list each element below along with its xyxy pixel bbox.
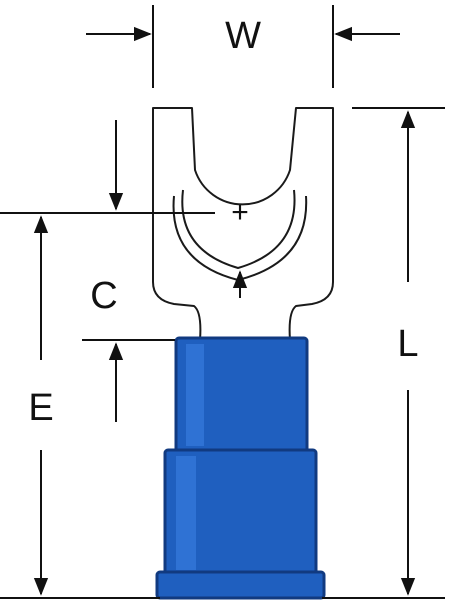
sleeve-flange (155, 570, 326, 600)
length-dimension: L (322, 107, 445, 599)
center-plus-mark: + (231, 196, 249, 229)
sleeve-upper-highlight (186, 344, 204, 446)
length-label: L (397, 323, 418, 365)
spade-fork-outline (152, 107, 334, 341)
fork-groove-inner (181, 189, 296, 270)
edge-label: E (28, 387, 53, 429)
width-label: W (225, 15, 261, 57)
clearance-dimension: C (82, 120, 175, 422)
edge-dimension: E (0, 212, 215, 599)
sleeve-lower-highlight (176, 456, 196, 570)
clearance-label: C (90, 275, 117, 317)
width-dimension: W (86, 5, 400, 88)
insulation-sleeve (155, 336, 326, 600)
